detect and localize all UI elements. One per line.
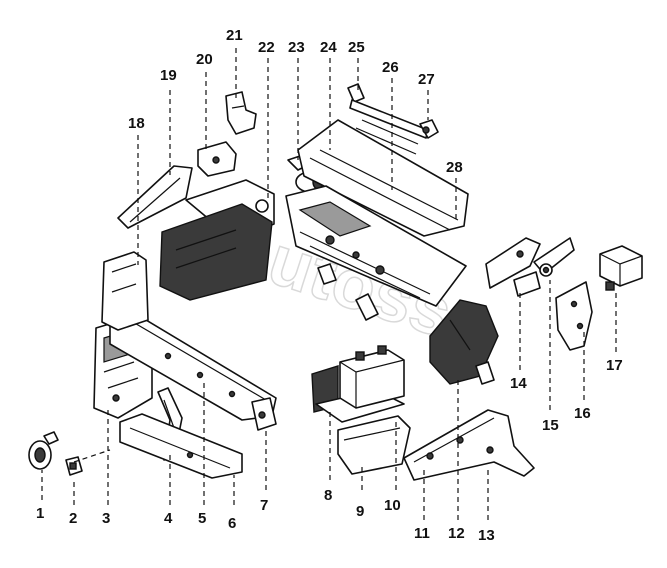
part-battery xyxy=(339,345,405,409)
callout-13: 13 xyxy=(478,527,495,544)
callout-14: 14 xyxy=(510,375,527,392)
callout-22: 22 xyxy=(258,39,275,56)
callout-19: 19 xyxy=(160,67,177,84)
callout-10: 10 xyxy=(384,497,401,514)
part-cowl-firewall xyxy=(285,119,469,321)
callout-18: 18 xyxy=(128,115,145,132)
part-lower-cross-member xyxy=(119,413,243,479)
callout-11: 11 xyxy=(414,525,430,542)
part-right-wheel-housing xyxy=(429,299,499,385)
callout-labels: 1 2 3 4 5 6 7 8 9 10 11 12 13 14 15 16 1… xyxy=(36,27,623,544)
callout-27: 27 xyxy=(418,71,435,88)
callout-2: 2 xyxy=(69,510,77,527)
part-battery-support xyxy=(337,415,411,475)
callout-17: 17 xyxy=(606,357,623,374)
callout-5: 5 xyxy=(198,510,206,527)
leader-lines xyxy=(41,48,617,520)
part-top-bracket xyxy=(225,91,257,135)
part-left-wheel-housing xyxy=(159,179,275,301)
callout-6: 6 xyxy=(228,515,236,532)
part-bracket-plate xyxy=(485,237,541,297)
part-strut-brace xyxy=(117,165,193,229)
callout-4: 4 xyxy=(164,510,173,527)
part-wiper-linkage xyxy=(347,83,439,155)
callout-21: 21 xyxy=(226,27,243,44)
part-relay-box xyxy=(599,245,643,291)
part-right-frame-rail xyxy=(403,409,535,481)
part-side-end-piece xyxy=(251,397,277,431)
part-small-mount xyxy=(197,141,237,177)
callout-9: 9 xyxy=(356,503,364,520)
callout-3: 3 xyxy=(102,510,110,527)
callout-26: 26 xyxy=(382,59,399,76)
part-left-inner-apron xyxy=(101,251,149,331)
callout-12: 12 xyxy=(448,525,465,542)
callout-28: 28 xyxy=(446,159,463,176)
part-horn xyxy=(28,431,59,470)
callout-24: 24 xyxy=(320,39,337,56)
part-small-bracket xyxy=(65,456,83,476)
callout-16: 16 xyxy=(574,405,591,422)
callout-25: 25 xyxy=(348,39,365,56)
callout-7: 7 xyxy=(260,497,268,514)
callout-20: 20 xyxy=(196,51,213,68)
callout-15: 15 xyxy=(542,417,559,434)
callout-23: 23 xyxy=(288,39,305,56)
callout-1: 1 xyxy=(36,505,44,522)
callout-8: 8 xyxy=(324,487,332,504)
part-mount-bracket xyxy=(533,237,575,277)
part-side-bracket xyxy=(555,281,593,351)
